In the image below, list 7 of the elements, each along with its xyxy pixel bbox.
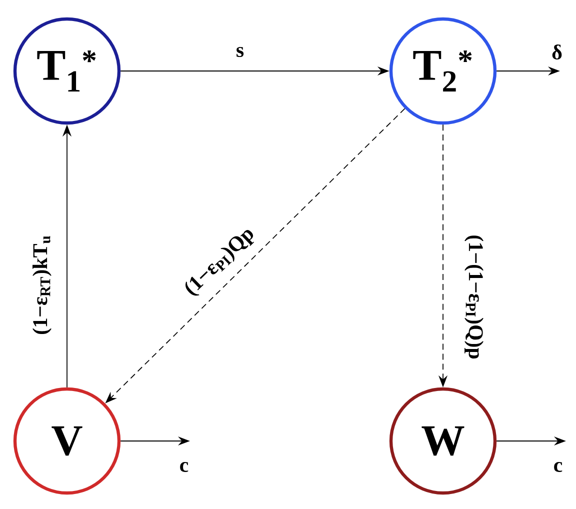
edge-label: c	[178, 460, 190, 474]
edge-label: δ	[550, 44, 564, 60]
edge-label: s	[234, 46, 246, 58]
edge-label: (1−ε$_{PI}$)Qp	[180, 223, 260, 301]
edge-label: c	[552, 460, 564, 474]
edge-label: (1−ε$_{RT}$)kT$_{u}$	[32, 234, 52, 336]
edge-label: (1−(1−ε$_{PI}$)Q)p	[464, 234, 484, 360]
